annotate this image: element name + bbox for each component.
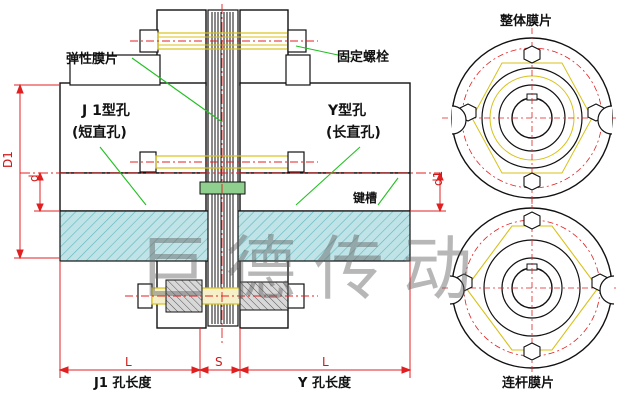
j1-hole-label-line1: J 1型孔 bbox=[82, 103, 130, 119]
j1-hole-label-line2: (短直孔) bbox=[72, 125, 127, 141]
top-bolt bbox=[130, 29, 318, 53]
dim-L-right: L bbox=[322, 355, 329, 369]
membrane-label: 弹性膜片 bbox=[66, 52, 119, 67]
whole-membrane-view bbox=[442, 28, 617, 208]
y-hole-label-line1: Y型孔 bbox=[328, 103, 367, 119]
dim-D1: D1 bbox=[1, 151, 15, 168]
link-membrane-label: 连杆膜片 bbox=[502, 376, 555, 391]
bolt-label: 固定螺栓 bbox=[337, 50, 390, 65]
j1-length-label: J1 孔长度 bbox=[94, 376, 152, 391]
watermark: 巨德传动 bbox=[138, 228, 490, 310]
dimensions bbox=[14, 83, 446, 378]
link-membrane-view bbox=[442, 198, 617, 378]
y-hole-label-line2: (长直孔) bbox=[326, 125, 381, 141]
dim-d1-right: d1 bbox=[431, 170, 445, 186]
bottom-bolt bbox=[125, 279, 318, 313]
right-hub bbox=[239, 9, 411, 329]
middle-bolt bbox=[130, 151, 318, 173]
whole-membrane-label: 整体膜片 bbox=[500, 14, 553, 29]
dim-S: S bbox=[215, 355, 223, 369]
dim-d-left: d bbox=[27, 174, 41, 182]
dim-L-left: L bbox=[125, 355, 132, 369]
keyway-label: 键槽 bbox=[353, 191, 378, 205]
y-length-label: Y 孔长度 bbox=[298, 376, 351, 391]
leader-lines bbox=[99, 45, 399, 206]
